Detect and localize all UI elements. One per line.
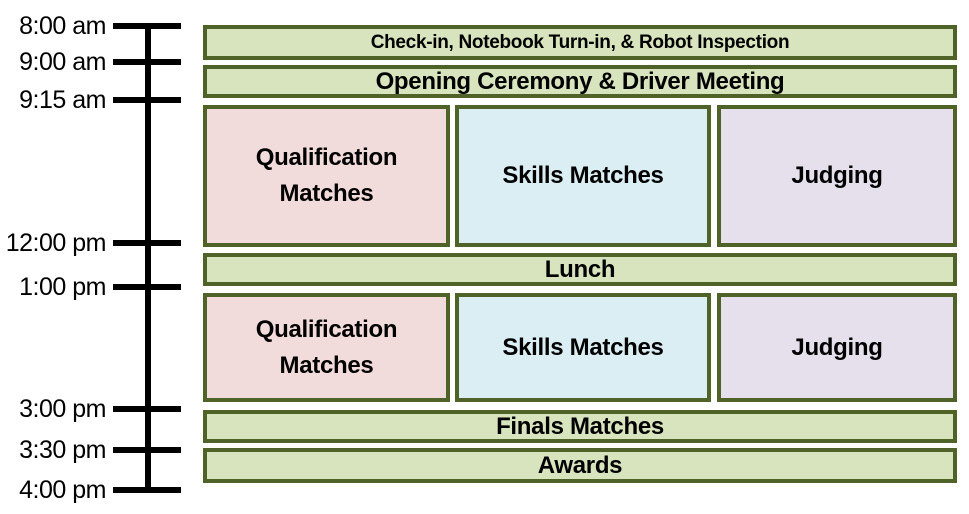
tick-915am (113, 97, 181, 103)
tick-9am (113, 59, 181, 65)
event-bar-finals-matches: Finals Matches (203, 410, 957, 443)
tick-1pm (113, 284, 181, 290)
event-box-judging-pm: Judging (717, 293, 957, 402)
event-box-skills-matches-am: Skills Matches (455, 105, 711, 247)
time-label-330pm: 3:30 pm (19, 436, 106, 464)
time-label-915am: 9:15 am (19, 86, 106, 114)
event-bar-opening-ceremony: Opening Ceremony & Driver Meeting (203, 65, 957, 98)
time-label-12pm: 12:00 pm (5, 229, 107, 257)
timeline-axis-line (145, 26, 151, 490)
event-bar-checkin: Check-in, Notebook Turn-in, & Robot Insp… (203, 25, 957, 60)
event-box-skills-matches-pm: Skills Matches (455, 293, 711, 402)
tick-8am (113, 23, 181, 29)
event-box-judging-am: Judging (717, 105, 957, 247)
event-bar-lunch: Lunch (203, 253, 957, 286)
event-box-qualification-matches-pm: Qualification Matches (203, 293, 450, 402)
event-box-qualification-matches-am: Qualification Matches (203, 105, 450, 247)
tick-330pm (113, 447, 181, 453)
time-label-8am: 8:00 am (19, 12, 106, 40)
time-label-1pm: 1:00 pm (19, 273, 106, 301)
time-label-3pm: 3:00 pm (19, 395, 106, 423)
time-label-4pm: 4:00 pm (19, 476, 106, 504)
tick-3pm (113, 406, 181, 412)
time-label-9am: 9:00 am (19, 48, 106, 76)
tick-12pm (113, 240, 181, 246)
event-bar-awards: Awards (203, 448, 957, 483)
tick-4pm (113, 487, 181, 493)
